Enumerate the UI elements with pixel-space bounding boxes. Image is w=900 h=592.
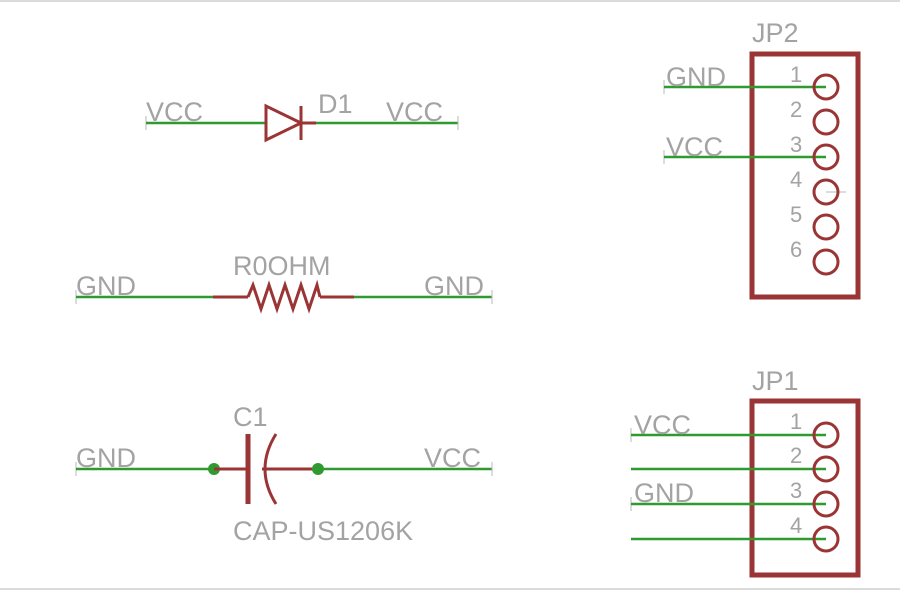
jp1-pin-number: 4 xyxy=(790,513,802,538)
net-label-gnd: GND xyxy=(76,443,136,473)
header-jp2[interactable]: JP2 1 GND 2 3 VCC 4 5 6 xyxy=(663,18,861,300)
diode-triangle xyxy=(264,103,305,143)
jp1-body xyxy=(749,398,861,578)
diode-designator: D1 xyxy=(318,89,353,119)
jp2-pin-number: 3 xyxy=(790,132,802,157)
jp1-designator: JP1 xyxy=(752,366,799,396)
jp2-pin4-pad xyxy=(812,178,840,206)
net-label-gnd: GND xyxy=(666,62,726,92)
jp2-pin-number: 2 xyxy=(790,97,802,122)
jp2-pin-number: 6 xyxy=(790,237,802,262)
resistor-r0ohm[interactable]: GND R0OHM GND xyxy=(75,251,493,314)
net-label-vcc: VCC xyxy=(386,97,443,127)
net-label-gnd: GND xyxy=(76,271,136,301)
capacitor-designator: C1 xyxy=(233,402,268,432)
jp2-pin-number: 4 xyxy=(790,167,802,192)
jp2-pin-number: 5 xyxy=(790,202,802,227)
resistor-designator: R0OHM xyxy=(233,251,331,281)
net-label-gnd: GND xyxy=(634,478,694,508)
jp2-pin2-pad xyxy=(812,108,840,136)
jp1-pin-number: 3 xyxy=(790,478,802,503)
jp2-pin1-pad xyxy=(812,73,840,101)
jp2-pin3-pad xyxy=(812,143,840,171)
jp2-pin6-pad xyxy=(812,248,840,276)
net-label-vcc: VCC xyxy=(634,410,691,440)
jp2-designator: JP2 xyxy=(752,18,799,48)
net-label-gnd: GND xyxy=(424,271,484,301)
jp1-pin1-pad xyxy=(812,421,840,449)
jp2-pin-number: 1 xyxy=(790,62,802,87)
jp1-pin-number: 1 xyxy=(790,409,802,434)
jp1-pin2-pad xyxy=(812,455,840,483)
capacitor-c1[interactable]: GND C1 CAP-US1206K VCC xyxy=(75,402,493,546)
jp1-pin3-pad xyxy=(812,490,840,518)
jp1-pin4-pad xyxy=(812,525,840,553)
net-label-vcc: VCC xyxy=(424,443,481,473)
jp1-pin-number: 2 xyxy=(790,443,802,468)
resistor-zigzag xyxy=(246,279,322,314)
capacitor-value: CAP-US1206K xyxy=(233,516,413,546)
jp2-body xyxy=(749,51,861,300)
header-jp1[interactable]: JP1 1 VCC 2 3 GND 4 xyxy=(630,366,861,578)
jp2-pin5-pad xyxy=(812,213,840,241)
net-label-vcc: VCC xyxy=(146,97,203,127)
diode-d1[interactable]: VCC D1 VCC xyxy=(145,89,459,143)
net-label-vcc: VCC xyxy=(666,132,723,162)
